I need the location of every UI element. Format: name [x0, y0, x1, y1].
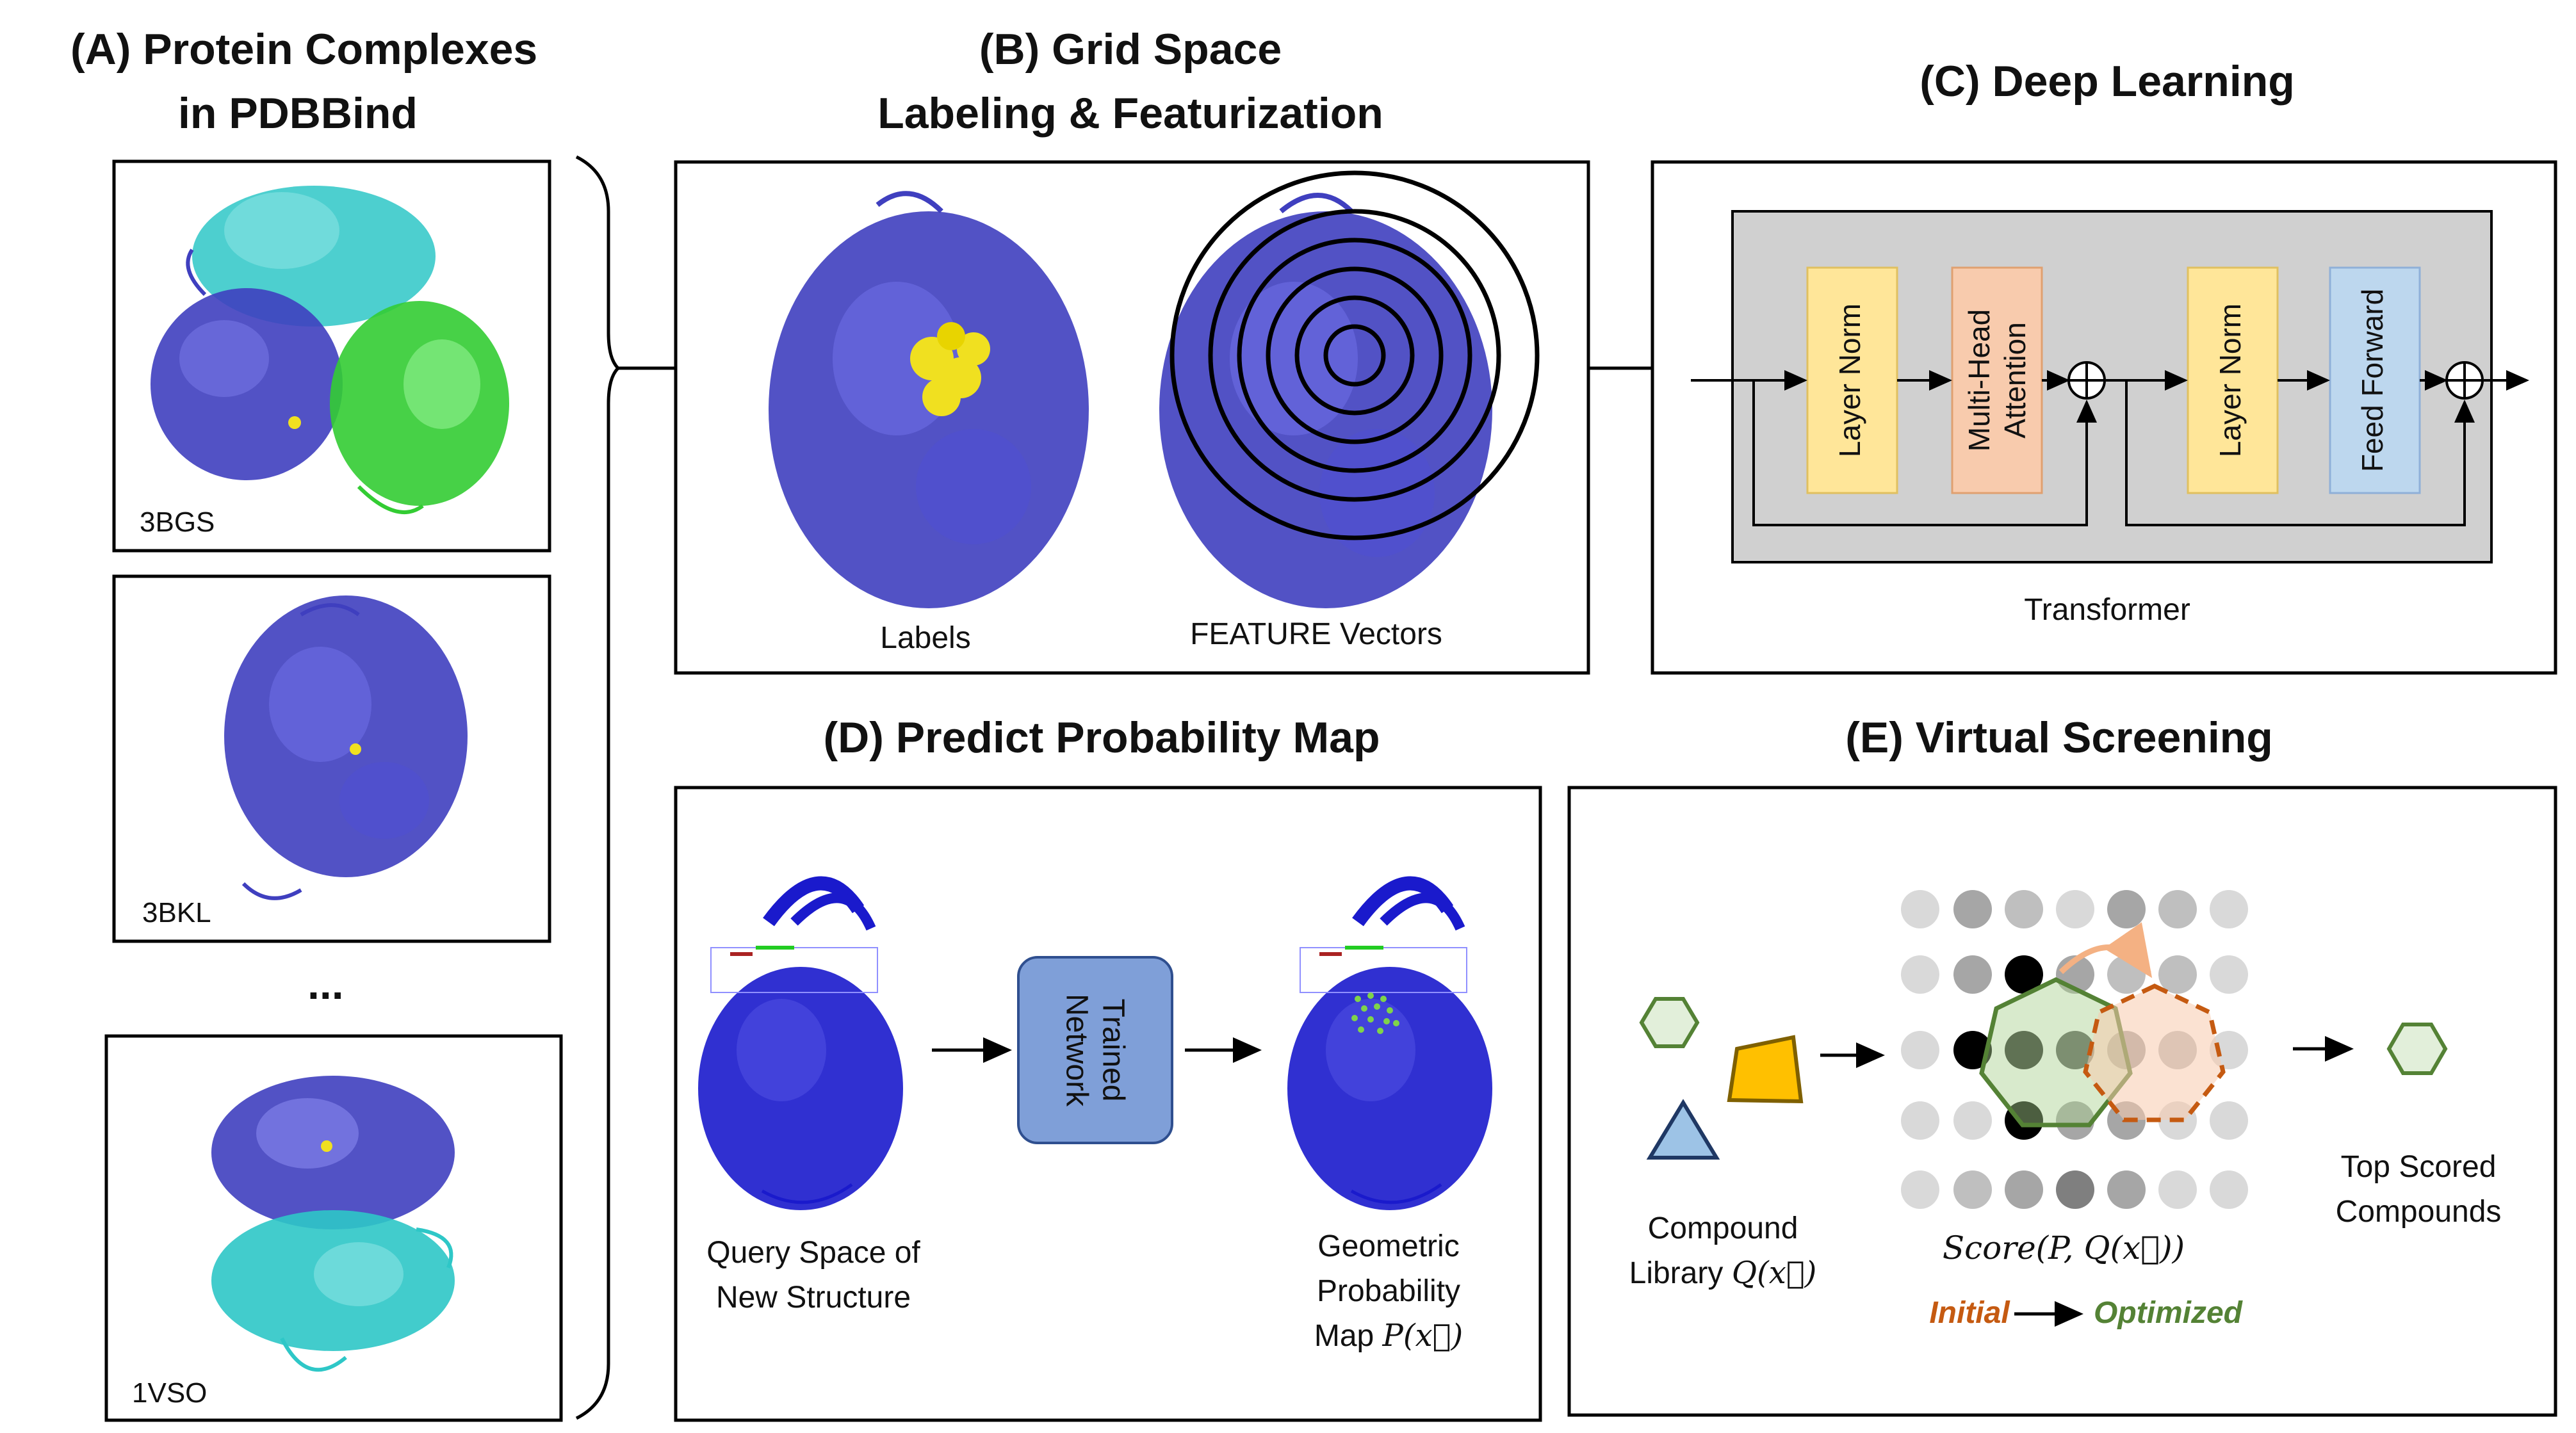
ellipsis: ...: [307, 960, 344, 1008]
grid-dot: [1953, 955, 1992, 994]
panel-d: (D) Predict Probability Map Trained Netw…: [674, 713, 1542, 1422]
panel-a-title-line2: in PDBBind: [178, 89, 418, 138]
map-label-line2: Probability: [1317, 1274, 1460, 1308]
query-label-line2: New Structure: [716, 1281, 911, 1315]
compound-triangle-icon: [1646, 1099, 1720, 1160]
panel-b-title-line2: Labeling & Featurization: [877, 89, 1383, 138]
grid-dot: [1953, 890, 1992, 928]
probability-map-image: [1287, 876, 1492, 1210]
top-scored-line1: Top Scored: [2341, 1150, 2497, 1184]
transformer-connections: [1691, 370, 2529, 526]
grid-dot: [2056, 890, 2094, 928]
grouping-brace: [575, 155, 621, 1420]
grid-dot: [1901, 955, 1939, 994]
grid-dot: [2005, 955, 2043, 994]
panel-c: (C) Deep Learning Layer Norm Multi-Head …: [1651, 57, 2557, 675]
network-label-line2: Network: [1059, 994, 1093, 1107]
panel-e: (E) Virtual Screening Compound Library Q…: [1567, 713, 2557, 1417]
layer-norm-1-label: Layer Norm: [1833, 304, 1866, 457]
top-scored-line2: Compounds: [2336, 1195, 2502, 1229]
residual-add-1: [2067, 361, 2106, 400]
panel-e-title: (E) Virtual Screening: [1845, 713, 2273, 762]
panel-d-title: (D) Predict Probability Map: [824, 713, 1380, 762]
grid-dot: [1901, 1170, 1939, 1209]
query-protein-image: [698, 876, 903, 1210]
grid-dot: [1953, 1170, 1992, 1209]
grid-dot: [2210, 890, 2248, 928]
grid-dot: [1901, 890, 1939, 928]
labels-caption: Labels: [880, 621, 970, 655]
feed-forward-label: Feed Forward: [2356, 289, 2389, 472]
grid-dot: [2210, 1101, 2248, 1140]
protein-3bgs-image: [151, 186, 509, 514]
transformer-caption: Transformer: [2024, 593, 2190, 627]
grid-dot: [2056, 1031, 2094, 1069]
grid-dot: [2056, 1101, 2094, 1140]
network-label-line1: Trained: [1096, 999, 1130, 1102]
optimization-arrow-icon: [2058, 922, 2153, 978]
feature-vectors-caption: FEATURE Vectors: [1190, 617, 1442, 651]
residual-add-2: [2445, 361, 2484, 400]
compound-hexagon-icon: [1639, 997, 1700, 1048]
panel-c-title: (C) Deep Learning: [1920, 57, 2295, 106]
panel-a-title-line1: (A) Protein Complexes: [70, 25, 537, 74]
multi-head-attention: [1951, 266, 2043, 494]
query-label-line1: Query Space of: [706, 1236, 920, 1270]
map-label-line1: Geometric: [1317, 1229, 1459, 1263]
panel-b: (B) Grid Space Labeling & Featurization: [674, 25, 1652, 675]
initial-label: Initial: [1929, 1296, 2010, 1330]
optimized-label: Optimized: [2094, 1296, 2244, 1330]
attention-label-line1: Multi-Head: [1962, 309, 1996, 451]
top-compound-hexagon-icon: [2386, 1023, 2448, 1075]
layer-norm-2: [2187, 266, 2279, 494]
grid-dot: [2158, 890, 2197, 928]
attention-label-line2: Attention: [1998, 322, 2032, 439]
feed-forward: [2329, 266, 2421, 494]
pdb-id-3bgs: 3BGS: [140, 506, 215, 538]
grid-dot: [2005, 1031, 2043, 1069]
grid-dot: [2107, 890, 2146, 928]
grid-dot: [1953, 1031, 1992, 1069]
trained-network-box: [1017, 956, 1173, 1144]
layer-norm-1: [1806, 266, 1898, 494]
grid-dot: [2158, 955, 2197, 994]
protein-3bkl-image: [224, 595, 468, 900]
score-formula: Score(P, Q(x⃗)): [1943, 1229, 2185, 1267]
grid-dot: [2158, 1170, 2197, 1209]
layer-norm-2-label: Layer Norm: [2213, 304, 2247, 457]
grid-dot: [2005, 890, 2043, 928]
library-label-line1: Compound: [1648, 1211, 1798, 1245]
compound-quad-icon: [1727, 1035, 1804, 1104]
panel-a: (A) Protein Complexes in PDBBind 3BGS 3B: [70, 25, 676, 1422]
grid-dot: [2005, 1170, 2043, 1209]
grid-dot: [2210, 1170, 2248, 1209]
feature-shells: [1170, 170, 1540, 540]
grid-dot: [1901, 1031, 1939, 1069]
grid-dot: [1901, 1101, 1939, 1140]
pdb-id-3bkl: 3BKL: [142, 897, 211, 928]
grid-dot: [2107, 1170, 2146, 1209]
grid-dot: [2210, 955, 2248, 994]
protein-feature-image: [1159, 193, 1492, 608]
pdb-id-1vso: 1VSO: [132, 1377, 207, 1409]
protein-1vso-image: [211, 1076, 455, 1372]
grid-dot: [2056, 1170, 2094, 1209]
panel-b-title-line1: (B) Grid Space: [979, 25, 1282, 74]
optimized-placement-icon: [2083, 984, 2226, 1122]
library-label-line2: Library Q(x⃗): [1629, 1255, 1817, 1291]
protein-labels-image: [769, 191, 1089, 608]
map-label-line3: Map P(x⃗): [1314, 1318, 1463, 1354]
grid-dot: [1953, 1101, 1992, 1140]
